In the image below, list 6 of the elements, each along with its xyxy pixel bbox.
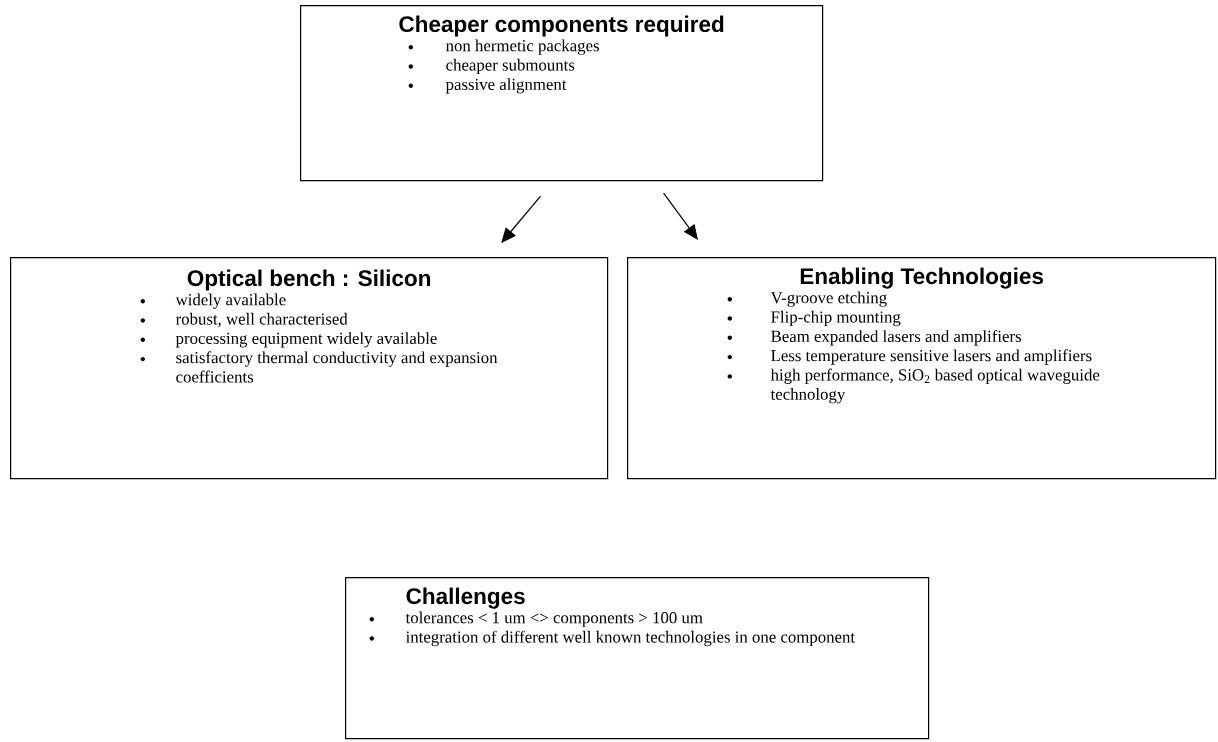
text-box: Challenges tolerances < 1 um <> components > 100 um integration of different well known technologies in one component	[345, 577, 930, 740]
arrow	[501, 195, 542, 243]
arrow	[663, 192, 698, 240]
text-box: Optical bench : Silicon widely available robust, well characterised processing equipment widely available satisfactory thermal conductivity and expansion coefficients	[10, 257, 609, 480]
text-box: Cheaper components required non hermetic packages cheaper submounts passive alignment	[300, 5, 824, 182]
text-box: Enabling Technologies V-groove etching Flip-chip mounting Beam expanded lasers and amplifiers Less temperature sensitive lasers and amplifiers high performance, SiO$_{2}$ based optical waveguide technology	[627, 257, 1217, 480]
